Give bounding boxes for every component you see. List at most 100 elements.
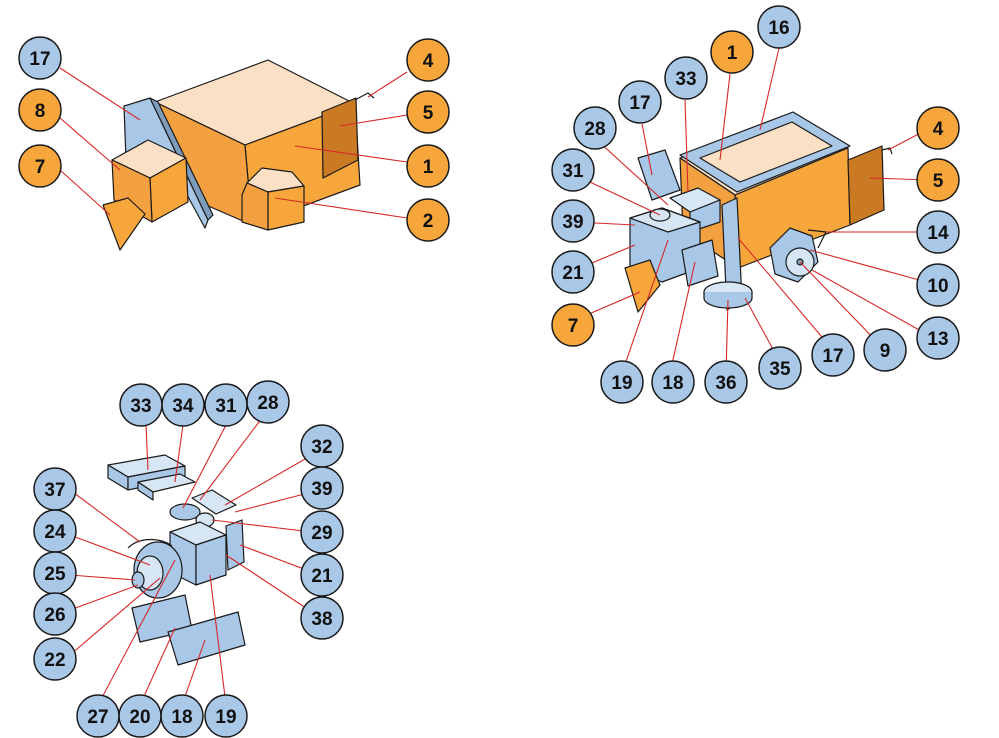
leader-18 (669, 261, 696, 374)
callout-badge: 25 (33, 551, 77, 595)
top-cover-tray-front (137, 481, 154, 501)
assembly-view-open: 16 1 33 17 28 31 39 21 7 19 18 36 35 17 … (551, 5, 960, 404)
callout-circle (573, 106, 617, 150)
callout-badge: 5 (916, 158, 960, 202)
leader-19 (209, 574, 227, 706)
callout-label: 33 (675, 69, 696, 90)
callout-badge: 2 (406, 198, 450, 242)
callout-badge: 5 (406, 90, 450, 134)
callout-circle (551, 303, 595, 347)
front-box-side (111, 159, 153, 223)
leader-22 (69, 577, 161, 656)
callout-badge: 29 (300, 510, 344, 554)
callout-label: 13 (927, 329, 948, 350)
callout-badge: 22 (33, 637, 77, 681)
callout-label: 19 (611, 373, 632, 394)
callout-label: 10 (927, 276, 948, 297)
callout-badge: 1 (710, 30, 754, 74)
callout-circle (916, 316, 960, 360)
callout-circle (916, 210, 960, 254)
callout-circle (664, 56, 708, 100)
callout-label: 4 (933, 119, 944, 140)
callout-badge: 17 (18, 36, 62, 80)
leader-24 (69, 534, 151, 566)
leader-27 (97, 559, 176, 706)
callout-badge: 39 (300, 466, 344, 510)
leader-10 (809, 249, 931, 284)
leader-17 (641, 123, 653, 176)
leader-17 (59, 67, 141, 121)
callout-label: 24 (44, 522, 66, 543)
callout-circle (406, 198, 450, 242)
callout-label: 7 (35, 157, 46, 178)
base-tray-lower (167, 611, 246, 666)
leader-1 (719, 73, 731, 161)
callout-circle (916, 106, 960, 150)
callout-circle (618, 80, 662, 124)
callout-circle (551, 250, 595, 294)
callout-label: 29 (311, 523, 332, 544)
callout-badge: 18 (160, 694, 204, 738)
callout-circle (18, 144, 62, 188)
flywheel-pipe (127, 538, 173, 549)
callout-circle (18, 36, 62, 80)
leader-32 (224, 454, 313, 506)
callout-badge: 38 (300, 596, 344, 640)
callout-circle (811, 333, 855, 377)
callout-label: 32 (311, 437, 332, 458)
callout-badge: 9 (863, 328, 907, 372)
callout-badge: 39 (551, 199, 595, 243)
callout-label: 39 (562, 212, 583, 233)
callout-label: 18 (662, 373, 683, 394)
leader-21 (239, 544, 313, 573)
leader-29 (211, 519, 313, 533)
callout-label: 17 (822, 346, 843, 367)
callout-badge: 35 (758, 346, 802, 390)
callout-label: 36 (715, 373, 736, 394)
callout-label: 27 (87, 707, 108, 728)
leader-7 (59, 169, 111, 216)
leader-28 (596, 139, 669, 206)
callout-label: 17 (29, 49, 50, 70)
separate-block-front (267, 185, 305, 231)
callout-circle (863, 328, 907, 372)
callout-badge: 10 (916, 263, 960, 307)
wedge-part (102, 197, 146, 251)
separate-block-side (241, 182, 269, 231)
callout-circle (758, 346, 802, 390)
callout-badge: 33 (119, 383, 163, 427)
callout-badge: 17 (618, 80, 662, 124)
callout-circle (406, 144, 450, 188)
callout-label: 7 (568, 316, 579, 337)
callout-badge: 19 (204, 694, 248, 738)
callout-label: 17 (629, 93, 650, 114)
callout-label: 9 (880, 341, 891, 362)
callout-circle (651, 360, 695, 404)
callout-label: 31 (215, 396, 237, 417)
leader-25 (69, 574, 136, 581)
callout-badge: 21 (300, 553, 344, 597)
leader-5 (339, 114, 408, 127)
callout-badge: 28 (246, 380, 290, 424)
callout-badge: 20 (118, 694, 162, 738)
callout-label: 31 (562, 161, 584, 182)
callout-label: 26 (44, 605, 65, 626)
callout-label: 4 (423, 51, 434, 72)
callout-circle (246, 380, 290, 424)
callout-circle (300, 510, 344, 554)
callout-circle (300, 553, 344, 597)
callout-label: 20 (129, 707, 150, 728)
engine-block-side (195, 534, 227, 586)
callout-circle (161, 383, 205, 427)
callout-label: 21 (311, 566, 333, 587)
callout-label: 28 (584, 119, 605, 140)
wedge-part (624, 259, 661, 313)
engine-lower-box (681, 239, 719, 287)
callout-badge: 17 (811, 333, 855, 377)
leader-39 (234, 491, 313, 513)
callout-label: 35 (769, 359, 791, 380)
leader-20 (139, 627, 176, 706)
callout-badge: 13 (916, 316, 960, 360)
callout-circle (757, 5, 801, 49)
